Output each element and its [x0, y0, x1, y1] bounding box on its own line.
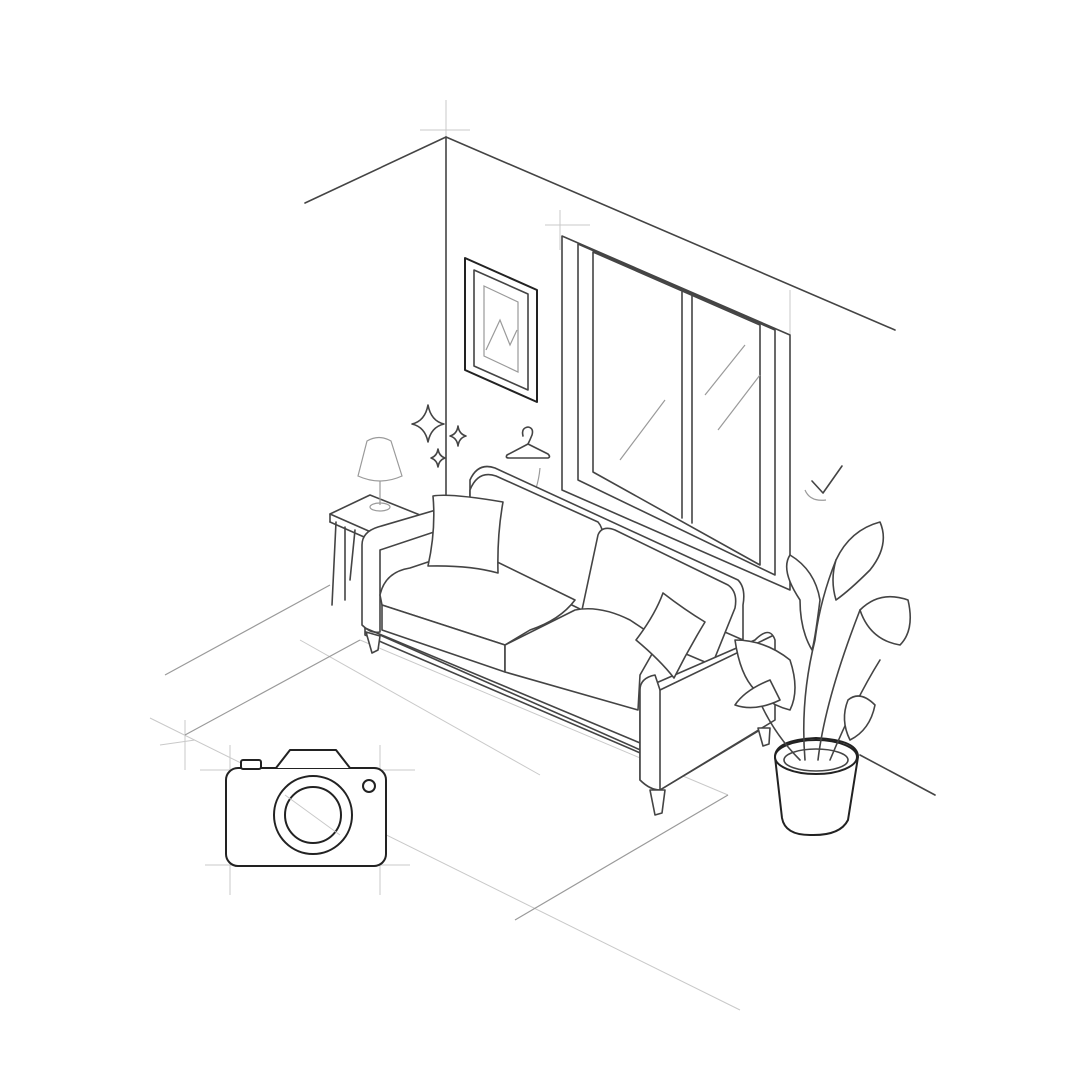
camera-icon [225, 749, 387, 867]
sofa [361, 465, 776, 816]
table-lamp [357, 436, 403, 512]
window [561, 235, 791, 591]
checkmark-icon [804, 465, 843, 501]
potted-plant [734, 521, 911, 837]
picture-frame [464, 257, 538, 403]
room-walls [164, 136, 936, 921]
sparkle-icon [411, 404, 467, 468]
